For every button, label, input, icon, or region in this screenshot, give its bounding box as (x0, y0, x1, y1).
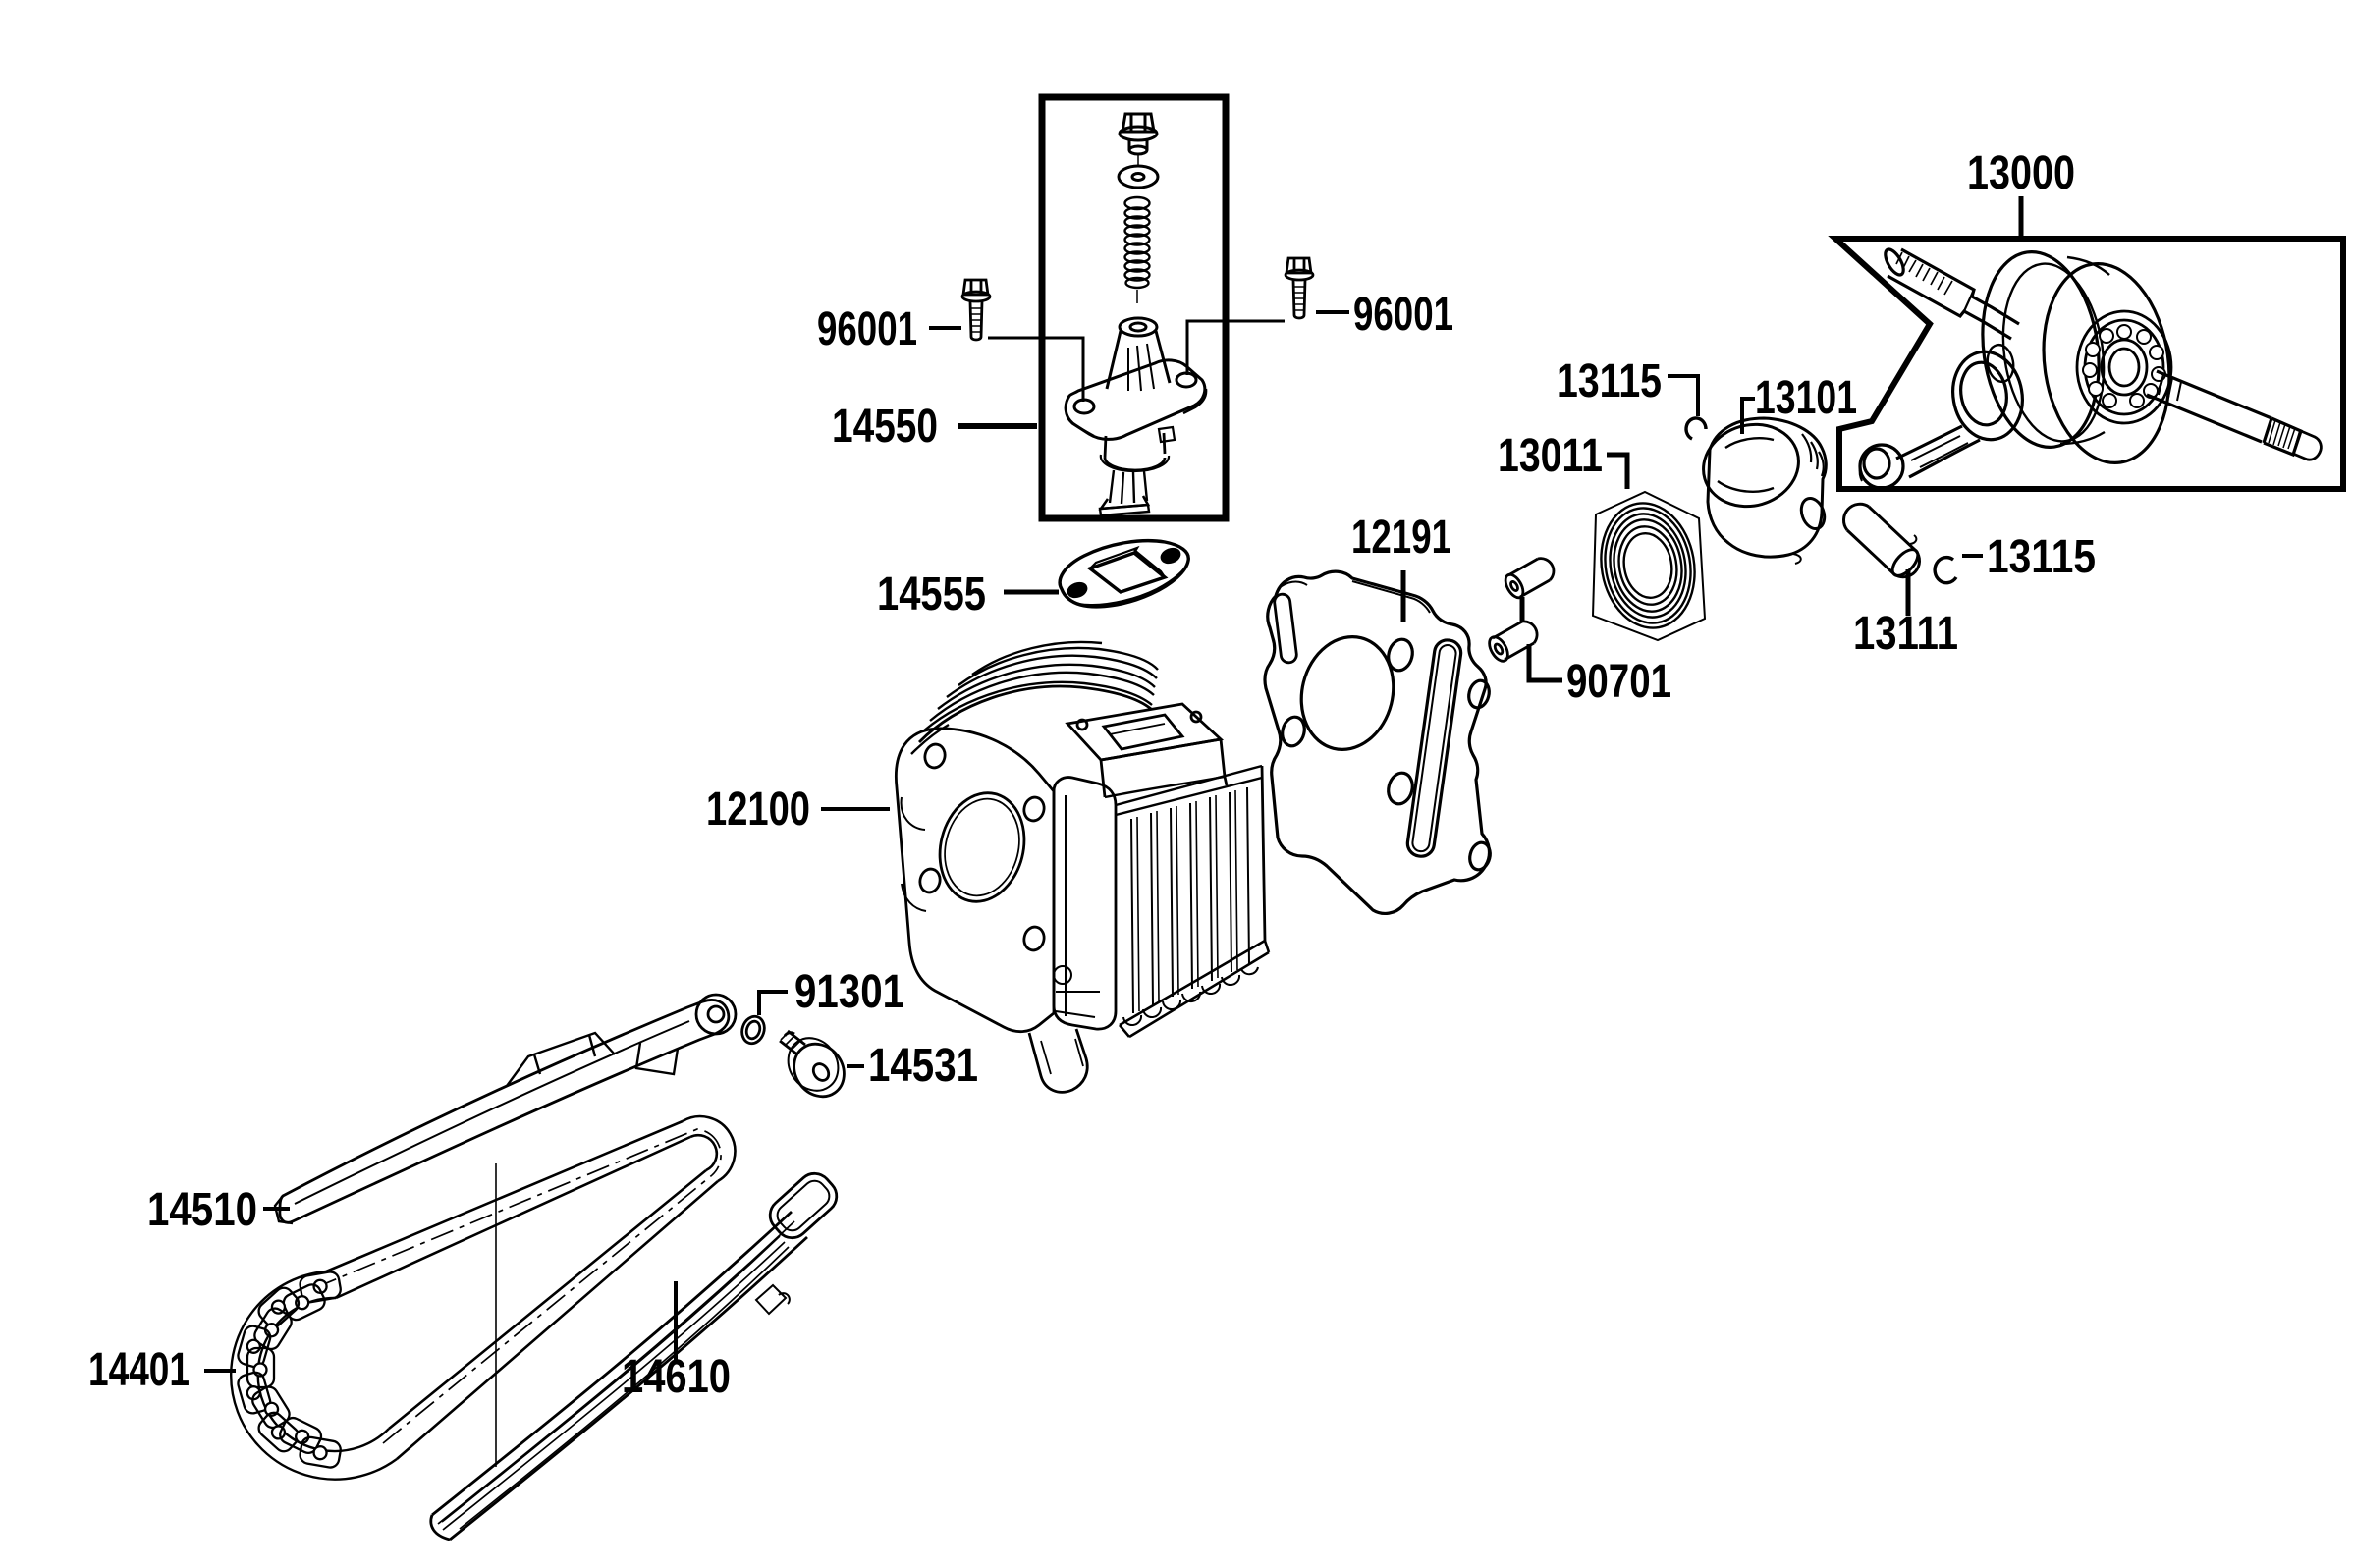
svg-text:96001: 96001 (1353, 289, 1453, 341)
svg-text:13000: 13000 (1967, 147, 2075, 199)
svg-text:14510: 14510 (147, 1184, 257, 1236)
svg-text:14401: 14401 (88, 1344, 190, 1396)
svg-text:91301: 91301 (794, 966, 904, 1018)
svg-text:14531: 14531 (868, 1040, 978, 1092)
svg-text:13115: 13115 (1987, 531, 2096, 583)
svg-text:12100: 12100 (706, 784, 810, 836)
svg-text:14550: 14550 (832, 401, 938, 453)
svg-text:12191: 12191 (1351, 512, 1451, 564)
svg-text:96001: 96001 (817, 303, 917, 355)
svg-text:13011: 13011 (1498, 430, 1603, 482)
svg-text:13101: 13101 (1755, 372, 1857, 424)
svg-text:14555: 14555 (877, 568, 986, 621)
svg-text:90701: 90701 (1566, 656, 1671, 708)
svg-text:13115: 13115 (1557, 355, 1662, 407)
svg-text:13111: 13111 (1853, 608, 1958, 660)
